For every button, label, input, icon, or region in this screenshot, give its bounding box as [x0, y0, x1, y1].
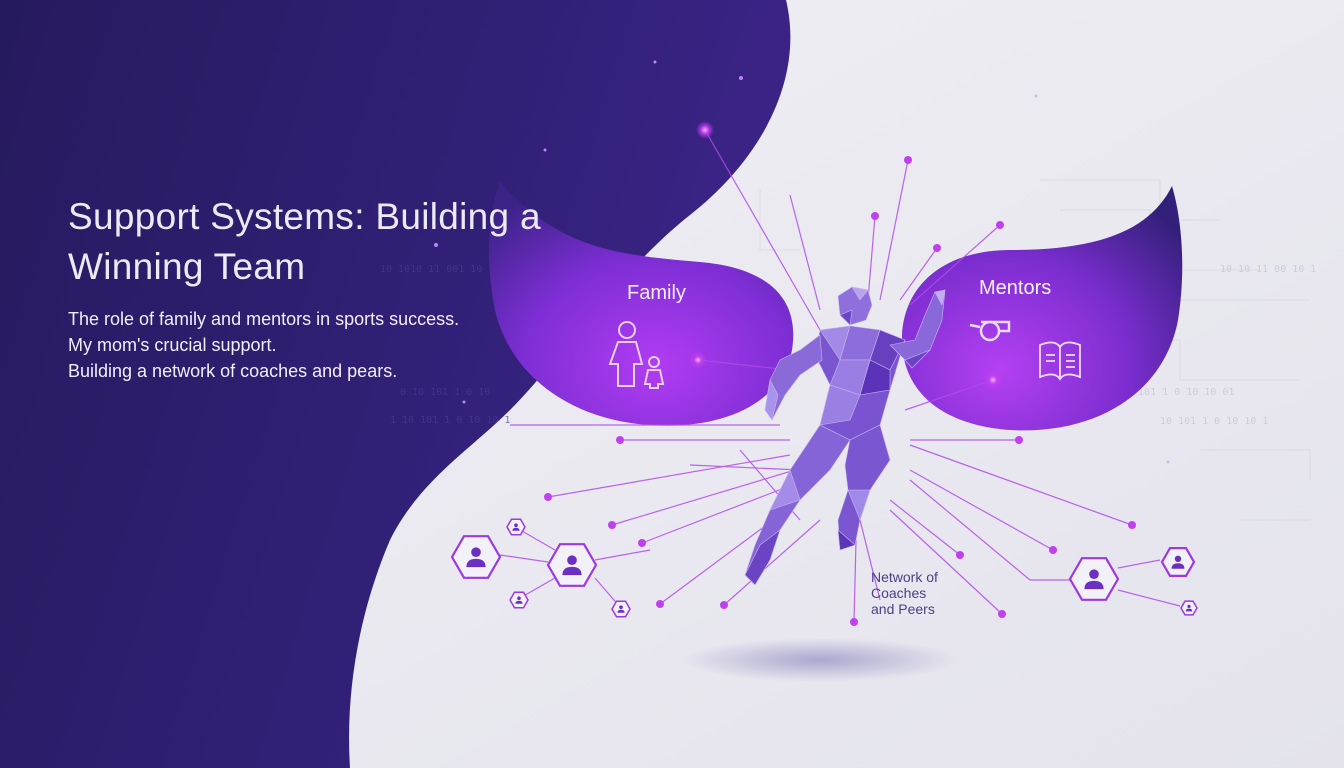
glow-node — [689, 351, 707, 369]
svg-text:0 10 101 1 0 10: 0 10 101 1 0 10 — [400, 387, 490, 398]
sparkles — [434, 60, 1170, 464]
bullet-item: The role of family and mentors in sports… — [68, 309, 460, 329]
figure-shadow — [680, 638, 960, 682]
network-nodes — [450, 518, 1198, 618]
network-label-line: Coaches — [871, 585, 927, 601]
person-hexagon-icon — [546, 543, 598, 587]
slide-title: Support Systems: Building a Winning Team — [68, 196, 541, 287]
glow-node — [983, 370, 1003, 390]
family-label: Family — [627, 282, 686, 304]
whistle-icon — [969, 320, 1011, 342]
bullet-list: The role of family and mentors in sports… — [68, 306, 459, 384]
glow-node — [696, 121, 714, 139]
person-hexagon-icon — [509, 591, 529, 609]
bullet-item: Building a network of coaches and pears. — [68, 361, 398, 381]
person-hexagon-icon — [450, 535, 502, 579]
svg-text:1 10 101 1 0 10 10 1: 1 10 101 1 0 10 10 1 — [390, 415, 510, 426]
svg-text:10 10 11 00 10 1: 10 10 11 00 10 1 — [1220, 264, 1316, 275]
network-label-line: Network of — [871, 569, 938, 585]
open-book-icon — [1039, 341, 1081, 381]
runner-figure — [744, 286, 946, 586]
connection-lines — [499, 129, 1181, 623]
svg-text:10 101 1 0 10 10 01: 10 101 1 0 10 10 01 — [1120, 387, 1234, 398]
network-label: Network of Coaches and Peers — [871, 569, 971, 617]
panel-pattern: 10 1010 11 001 10 10 0 10 101 1 0 10 1 1… — [380, 264, 510, 426]
network-label-line: and Peers — [871, 601, 935, 617]
person-hexagon-icon — [1180, 600, 1198, 616]
mentors-wing — [901, 186, 1183, 431]
person-hexagon-icon — [506, 518, 526, 536]
person-hexagon-icon — [1068, 557, 1120, 601]
person-hexagon-icon — [611, 600, 631, 618]
family-wing — [488, 182, 794, 426]
left-panel — [0, 0, 791, 768]
person-hexagon-icon — [1160, 546, 1196, 578]
mother-child-icon — [608, 321, 665, 389]
mentors-label: Mentors — [979, 277, 1052, 299]
svg-text:10 1010 11 001 10 10: 10 1010 11 001 10 10 — [380, 264, 500, 275]
binary-pattern: 10 10 11 00 10 1 10 101 1 0 10 10 01 10 … — [1120, 264, 1316, 427]
bullet-item: My mom's crucial support. — [68, 335, 277, 355]
svg-text:10 101 1 0 10 10 1: 10 101 1 0 10 10 1 — [1160, 416, 1268, 427]
